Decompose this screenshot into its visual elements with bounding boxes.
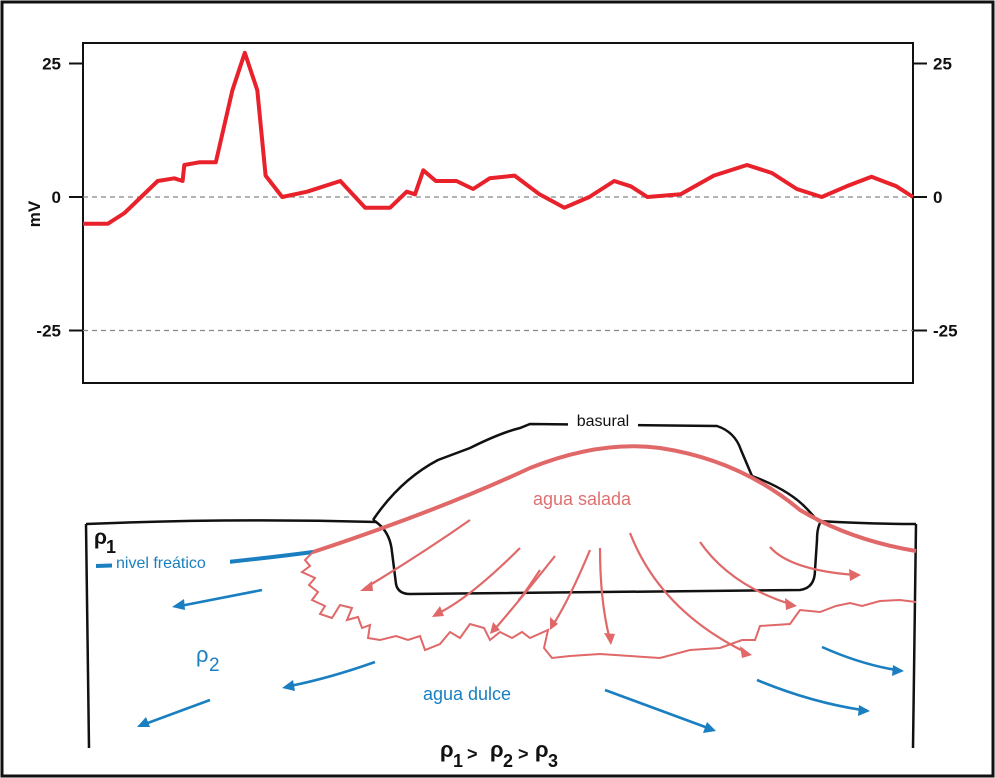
sp-signal-line [83, 50, 915, 226]
saline-arrowhead-6 [740, 646, 752, 658]
saline-arrowhead-3 [490, 622, 500, 634]
landfill-pit-outline [372, 518, 824, 596]
fresh-arrow-3 [144, 698, 211, 726]
left-axis-ticks: 25 0 -25 [36, 55, 83, 341]
saline-arrow-heads [360, 569, 861, 658]
y-axis-label: mV [25, 200, 44, 227]
nivel-freatico-label-bg [112, 553, 230, 571]
relation-gt2: > [513, 744, 529, 764]
saline-arrow-8 [769, 546, 856, 577]
ground-surface-left [85, 519, 378, 526]
landfill-mound-outline [371, 422, 819, 522]
left-tick-label: 0 [52, 188, 61, 207]
relation-sub1: 1 [453, 751, 463, 771]
saline-arrowhead-2 [432, 606, 444, 617]
cross-section-diagram: basural nivel freático [84, 411, 918, 771]
rho1-symbol: ρ [94, 526, 107, 549]
saline-arrow-1 [364, 519, 471, 589]
fresh-arrow-6 [821, 645, 897, 672]
saline-arrowhead-1 [360, 581, 373, 591]
fresh-arrowhead-2 [282, 680, 295, 691]
saline-arrow-6 [628, 532, 746, 653]
left-tick-label: -25 [36, 322, 61, 341]
saline-arrowhead-5 [604, 633, 615, 645]
right-axis-ticks: 25 0 -25 [913, 55, 958, 341]
fresh-arrow-4 [604, 688, 709, 730]
saline-arrow-4 [552, 549, 592, 626]
saline-front-boundary [300, 551, 917, 660]
agua-salada-label: agua salada [533, 489, 632, 509]
relation-sub3: 3 [548, 751, 558, 771]
sp-chart: 25 0 -25 25 0 -25 mV [25, 42, 958, 384]
fresh-arrowhead-6 [892, 665, 904, 676]
saline-arrowhead-4 [550, 617, 558, 630]
basural-label-bg [568, 411, 638, 431]
freshwater-flow-arrows [144, 588, 897, 730]
basural-label: basural [577, 413, 629, 430]
fresh-arrowhead-4 [703, 722, 716, 733]
ground-surface-right [817, 519, 917, 526]
saline-water-table-mound [312, 444, 917, 554]
rho1-label: ρ 1 [94, 526, 116, 557]
density-relation: ρ 1 > ρ 2 > ρ 3 [440, 737, 558, 771]
relation-rho2: ρ [490, 737, 504, 762]
nivel-freatico-label: nivel freático [116, 555, 206, 572]
left-tick-label: 25 [42, 55, 61, 74]
saline-arrow-2 [436, 547, 521, 615]
saline-arrow-5 [598, 547, 612, 641]
fresh-arrowhead-5 [858, 705, 870, 716]
rho1-subscript: 1 [106, 537, 116, 557]
relation-gt1: > [462, 744, 483, 764]
agua-dulce-label: agua dulce [423, 684, 511, 704]
relation-rho1: ρ [440, 737, 454, 762]
relation-rho3: ρ [535, 737, 549, 762]
rho2-subscript: 2 [209, 655, 220, 676]
rho2-label: ρ 2 [196, 642, 220, 676]
fresh-arrow-1 [179, 588, 263, 608]
saline-arrow-9 [517, 569, 541, 602]
fresh-arrowhead-1 [172, 599, 185, 610]
saline-arrow-7 [699, 541, 791, 606]
fresh-arrow-2 [289, 660, 376, 688]
freshwater-arrow-heads [137, 599, 904, 733]
plot-area [82, 42, 914, 384]
fresh-arrowhead-3 [137, 717, 150, 727]
saline-arrowhead-8 [849, 569, 861, 581]
right-tick-label: 0 [933, 188, 942, 207]
right-tick-label: -25 [933, 322, 958, 341]
saline-arrowhead-7 [785, 598, 797, 610]
relation-sub2: 2 [503, 751, 513, 771]
saline-flow-arrows [364, 519, 856, 653]
fresh-arrow-5 [756, 678, 863, 712]
right-tick-label: 25 [933, 55, 952, 74]
section-right-wall [911, 523, 918, 749]
section-left-wall [84, 523, 91, 749]
rho2-symbol: ρ [196, 642, 209, 667]
